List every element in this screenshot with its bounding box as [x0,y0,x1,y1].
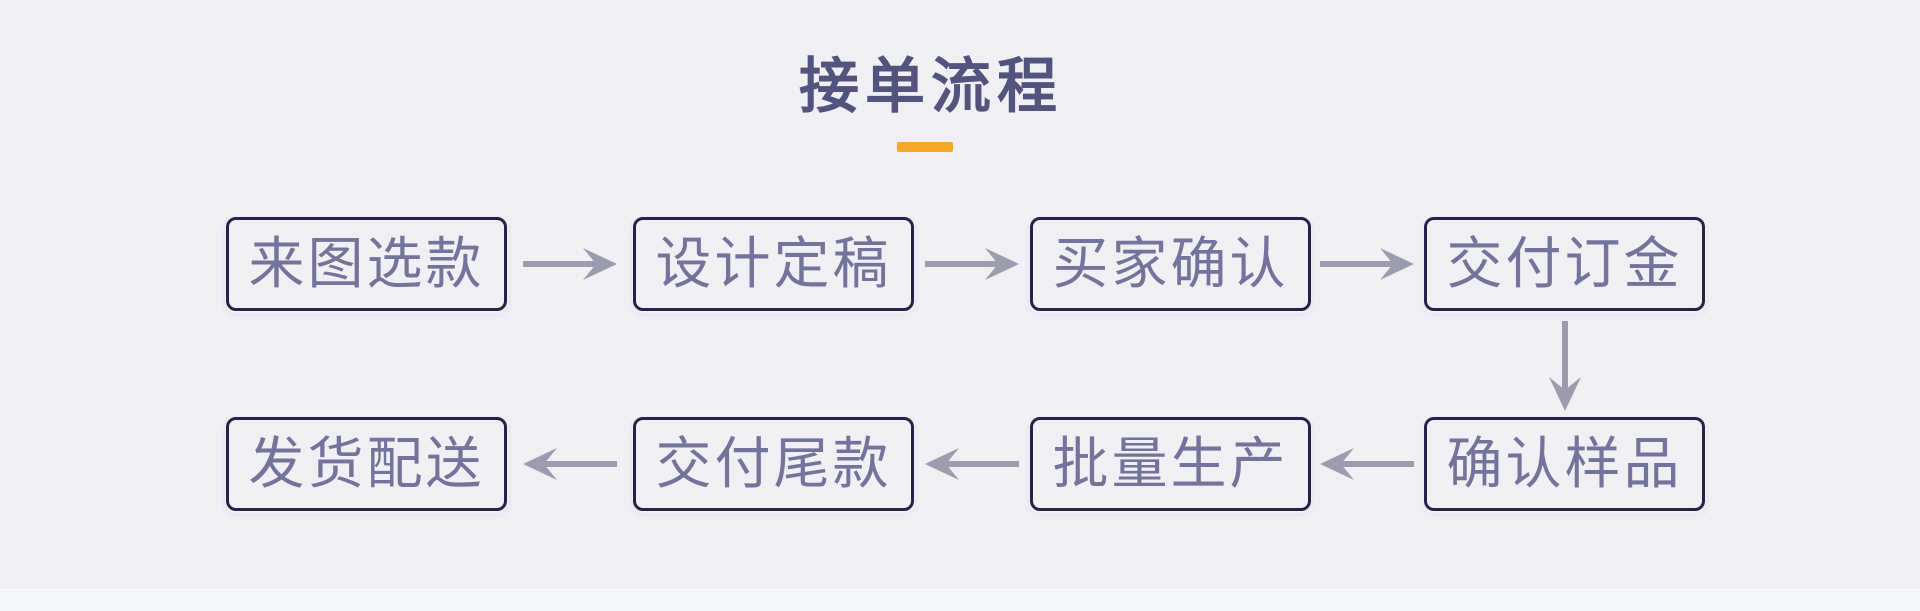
flow-step-label: 交付订金 [1446,234,1683,296]
arrow-left-icon [925,448,1019,480]
flow-step-box: 交付尾款 [633,417,914,511]
flow-step-box: 设计定稿 [633,217,914,311]
flow-step-box: 买家确认 [1030,217,1311,311]
flow-step-label: 发货配送 [248,434,485,496]
arrow-left-icon [523,448,617,480]
flow-step-label: 交付尾款 [655,434,892,496]
flow-step-label: 设计定稿 [655,234,892,296]
flow-step-label: 批量生产 [1052,434,1289,496]
flow-step-box: 来图选款 [226,217,507,311]
flow-step-box: 交付订金 [1424,217,1705,311]
flow-step-label: 确认样品 [1446,434,1683,496]
page-title: 接单流程 [799,54,1063,120]
title-underline [897,142,953,152]
arrow-right-icon [523,248,617,280]
arrow-down-icon [1549,321,1581,411]
flow-step-box: 发货配送 [226,417,507,511]
arrow-right-icon [1320,248,1414,280]
flow-step-label: 买家确认 [1052,234,1289,296]
arrow-left-icon [1320,448,1414,480]
flow-step-box: 确认样品 [1424,417,1705,511]
footer-strip [0,589,1920,611]
flow-step-box: 批量生产 [1030,417,1311,511]
arrow-right-icon [925,248,1019,280]
flow-step-label: 来图选款 [248,234,485,296]
